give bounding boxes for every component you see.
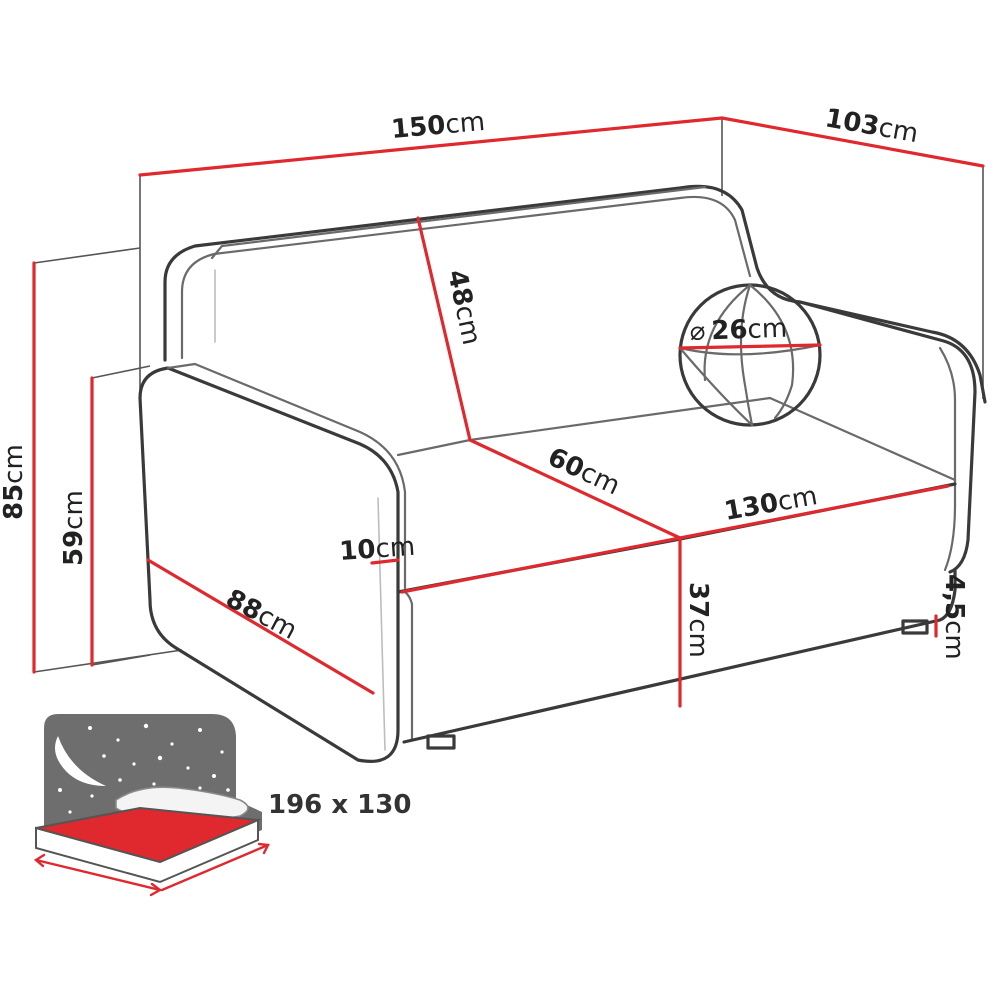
seat-back [396,396,957,482]
dimension-lines [32,116,985,708]
right-armrest [798,300,977,574]
backrest-height-label: 48cm [441,267,486,347]
backrest-cushion [180,195,752,360]
seat-depth-line [468,438,682,540]
backrest-frame [163,184,987,404]
armrest-depth-label: 88cm [221,584,302,646]
seat-height-label: 37cm [683,582,713,658]
back-cushion-top [210,185,707,260]
seat-front-line [400,536,682,594]
armrest-depth-line [146,558,375,695]
round-cushion-icon [678,283,822,427]
front-leg [426,734,456,750]
sleeping-function-icon: 196 x 130 [33,714,411,897]
armrest-width-line [370,558,400,565]
sleeping-area-label: 196 x 130 [268,790,411,820]
leg-height-label: 4,5cm [939,574,969,660]
pillow-diameter-label: ⌀26cm [689,314,787,347]
total-depth-line [720,116,985,168]
guide-lines [33,118,984,673]
base-bottom [402,568,957,744]
total-width-line [138,116,724,177]
bed-dimension-arrows [33,842,270,897]
armrest-width-label: 10cm [338,532,416,567]
seat-width-line [678,484,950,540]
total-height-label: 85cm [0,444,29,520]
total-width-label: 150cm [390,107,486,145]
total-depth-label: 103cm [823,103,921,149]
seat-cushion-bottom [403,590,414,742]
moon-icon [55,736,106,786]
left-armrest-edge [377,497,386,751]
backrest-height-line [416,216,472,442]
pillow-diameter-line [678,343,822,350]
left-armrest-top [166,362,407,590]
left-armrest [138,366,400,763]
mattress-top [35,806,262,864]
right-leg [901,619,929,635]
armrest-height-label: 59cm [59,490,89,566]
right-armrest-front [938,346,957,572]
